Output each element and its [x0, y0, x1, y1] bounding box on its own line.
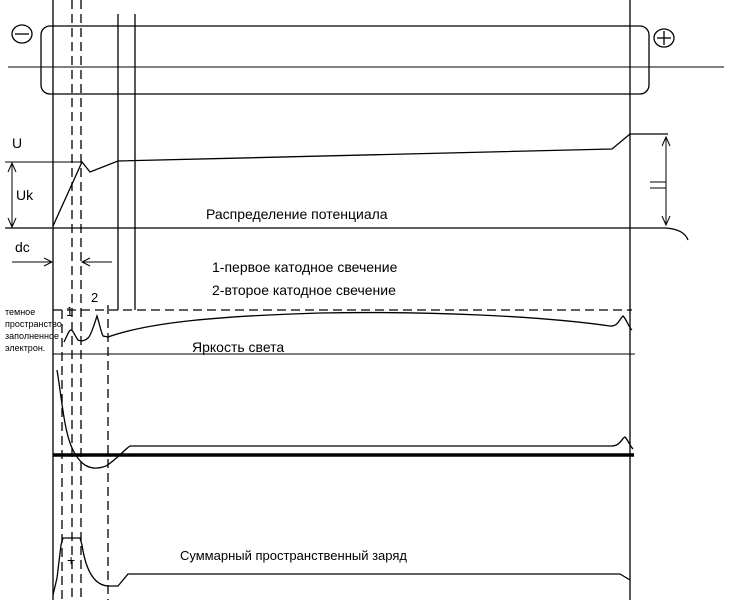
anode-plus-icon	[653, 28, 675, 48]
dark-space-note-4: электрон.	[5, 343, 45, 353]
uk-arrow-head-bottom	[7, 217, 17, 229]
potential-panel: U Uk Распределение потенциала	[5, 133, 689, 241]
dark-space-label: dc	[15, 239, 30, 255]
glow-marker-2: 2	[91, 290, 98, 305]
cathode-voltage-label: Uk	[16, 187, 34, 203]
glow-legend-2: 2-второе катодное свечение	[212, 282, 396, 298]
dark-space-dimension: dc 1-первое катодное свечение 2-второе к…	[12, 239, 398, 298]
glow-legend-1: 1-первое катодное свечение	[212, 259, 398, 275]
uk-arrow-head-top	[7, 161, 17, 173]
potential-baseline-tail	[664, 227, 689, 241]
vertical-guides	[52, 0, 631, 600]
dark-space-note-2: пространство	[5, 319, 62, 329]
glow-peaks-curve	[63, 313, 109, 343]
field-curve	[56, 369, 634, 469]
cathode-minus-icon	[11, 24, 33, 44]
space-charge-curve	[52, 537, 631, 596]
dark-space-note-3: заполненное	[5, 331, 59, 341]
right-arrow-head-bottom	[661, 215, 671, 227]
discharge-tube	[8, 24, 724, 95]
right-arrow-head-top	[661, 135, 671, 147]
voltage-label: U	[12, 135, 22, 151]
dark-space-note-1: темное	[5, 307, 35, 317]
brightness-label: Яркость света	[192, 339, 284, 355]
brightness-curve	[107, 311, 633, 338]
space-charge-label: Суммарный пространственный заряд	[180, 548, 407, 563]
space-charge-panel: + Суммарный пространственный заряд	[52, 537, 631, 596]
dc-arrow-right-head	[80, 257, 91, 267]
plus-sign-label: +	[67, 552, 75, 568]
potential-distribution-label: Распределение потенциала	[206, 206, 388, 222]
potential-curve	[52, 133, 668, 227]
field-panel	[53, 369, 634, 469]
brightness-panel: 1 2 темное пространство заполненное элек…	[5, 290, 635, 355]
tube-outline	[40, 25, 650, 95]
dc-arrow-left-head	[43, 257, 54, 267]
glow-marker-1: 1	[66, 304, 73, 319]
